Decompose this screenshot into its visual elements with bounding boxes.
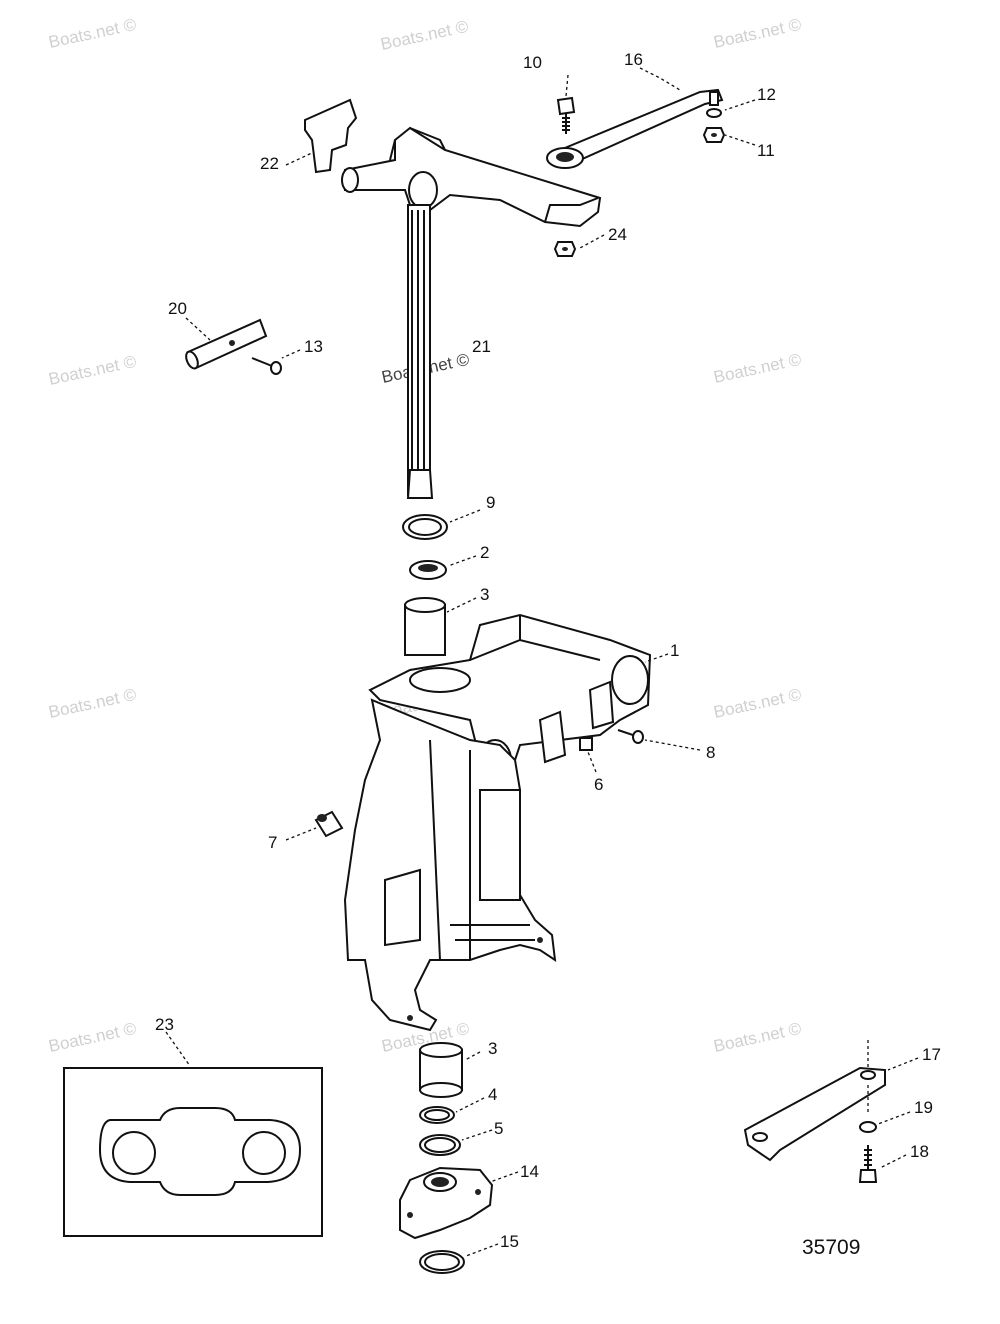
- callout-16: 16: [624, 50, 643, 69]
- callout-4: 4: [488, 1085, 497, 1104]
- watermark: Boats.net ©: [712, 1019, 804, 1056]
- part-8-screw: [617, 729, 644, 744]
- watermark: Boats.net ©: [712, 350, 804, 387]
- callout-8: 8: [706, 743, 715, 762]
- part-20-pin: [185, 318, 268, 370]
- part-22-plate: [304, 98, 358, 174]
- watermark: Boats.net ©: [47, 1019, 139, 1056]
- part-7-bushing: [314, 810, 344, 838]
- callout-20: 20: [168, 299, 187, 318]
- callout-3: 3: [480, 585, 489, 604]
- callout-9: 9: [486, 493, 495, 512]
- callouts: 10 16 12 11 24 22 20 13 21 9 2 3 1 8 6 7…: [155, 50, 941, 1251]
- callout-18: 18: [910, 1142, 929, 1161]
- part-12-washer: [706, 108, 722, 118]
- watermark: Boats.net ©: [47, 352, 139, 389]
- part-21-steering-arm: [341, 126, 602, 499]
- watermark: Boats.net ©: [47, 15, 139, 52]
- part-16-link-rod: [546, 88, 724, 169]
- callout-13: 13: [304, 337, 323, 356]
- part-15-ring: [419, 1250, 465, 1274]
- figure-number: 35709: [802, 1236, 860, 1259]
- part-3-bushing-upper: [404, 597, 446, 656]
- watermark: Boats.net ©: [379, 17, 471, 54]
- watermark: Boats.net ©: [47, 685, 139, 722]
- callout-17: 17: [922, 1045, 941, 1064]
- callout-12: 12: [757, 85, 776, 104]
- callout-22: 22: [260, 154, 279, 173]
- part-14-lower-yoke: [399, 1166, 494, 1240]
- callout-19: 19: [914, 1098, 933, 1117]
- watermark: Boats.net ©: [712, 685, 804, 722]
- part-23-decal: [63, 1067, 323, 1237]
- callout-15: 15: [500, 1232, 519, 1251]
- part-10-bolt: [556, 96, 576, 134]
- callout-1: 1: [670, 641, 679, 660]
- leader-lines: [165, 67, 919, 1257]
- watermark: Boats.net ©: [712, 15, 804, 52]
- part-6-fitting: [579, 737, 593, 751]
- part-17-plate: [743, 1040, 886, 1162]
- callout-10: 10: [523, 53, 542, 72]
- part-24-nut: [553, 241, 577, 257]
- callout-2: 2: [480, 543, 489, 562]
- part-11-nut: [702, 127, 726, 143]
- part-19-washer: [859, 1121, 877, 1133]
- callout-7: 7: [268, 833, 277, 852]
- part-13-screw: [251, 357, 282, 375]
- part-9-seal: [402, 514, 448, 540]
- part-3-bushing-lower: [419, 1042, 463, 1098]
- part-4-washer: [419, 1106, 455, 1124]
- callout-3: 3: [488, 1039, 497, 1058]
- callout-21: 21: [472, 337, 491, 356]
- callout-5: 5: [494, 1119, 503, 1138]
- part-1-swivel-bracket: [343, 613, 652, 1032]
- part-2-seal: [409, 560, 447, 580]
- callout-11: 11: [757, 141, 775, 160]
- callout-6: 6: [594, 775, 603, 794]
- part-5-oring: [419, 1134, 461, 1156]
- callout-14: 14: [520, 1162, 539, 1181]
- callout-23: 23: [155, 1015, 174, 1034]
- callout-24: 24: [608, 225, 627, 244]
- part-18-bolt: [858, 1145, 878, 1183]
